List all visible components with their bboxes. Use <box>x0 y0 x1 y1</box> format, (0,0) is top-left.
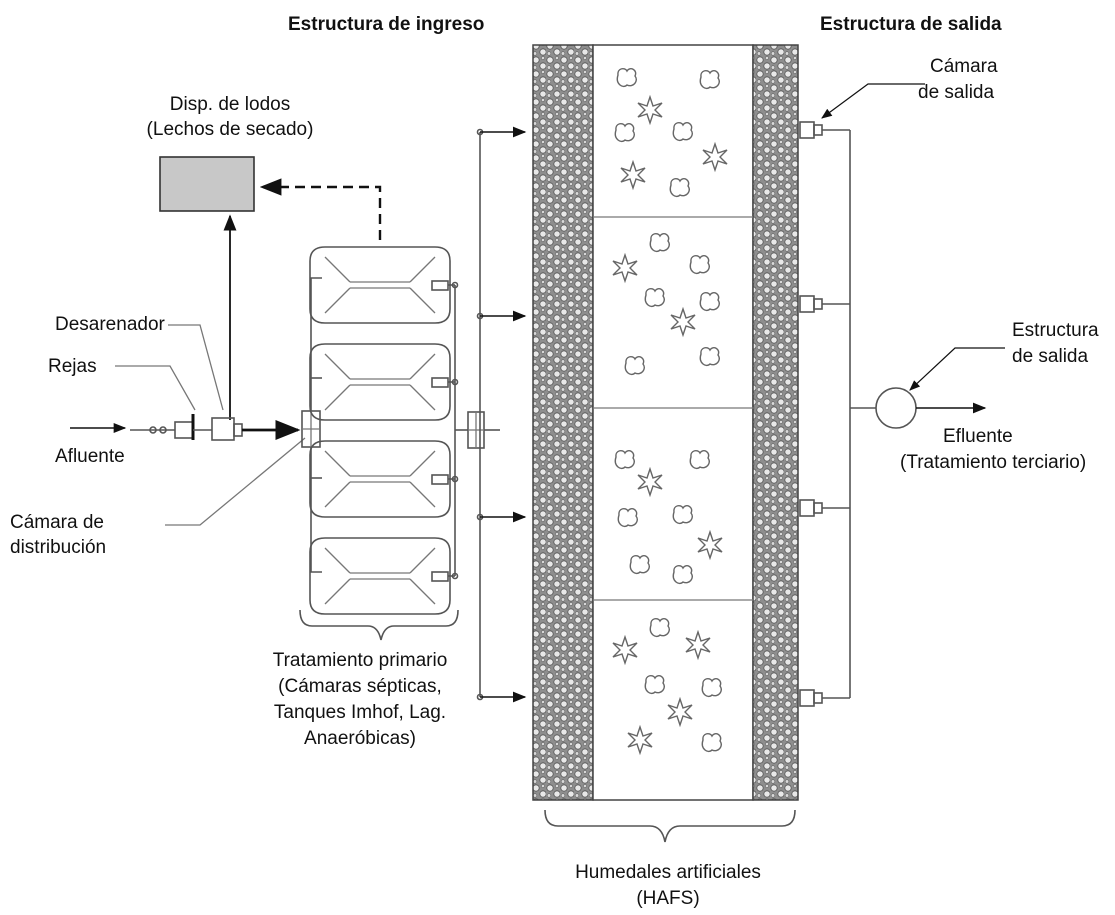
influent-label: Afluente <box>55 446 125 467</box>
inlet-gravel-zone <box>532 44 594 801</box>
tank-outlet-collector <box>448 126 527 703</box>
dist-chamber-label-1: Cámara de <box>10 512 104 533</box>
desander-leader <box>168 324 224 411</box>
desander-label: Desarenador <box>55 314 166 335</box>
primary-tank <box>309 440 451 518</box>
wetland-label-2: (HAFS) <box>636 888 699 909</box>
sludge-disposal: Disp. de lodos (Lechos de secado) <box>147 94 314 212</box>
outlet-chamber <box>799 689 815 707</box>
primary-label-4: Anaeróbicas) <box>304 728 416 749</box>
primary-label-2: (Cámaras sépticas, <box>278 676 442 697</box>
primary-label-1: Tratamiento primario <box>273 650 448 671</box>
primary-tank <box>309 246 451 324</box>
outlet-structure-circle <box>875 387 917 429</box>
outlet-collector <box>799 121 987 707</box>
outlet-gravel-zone <box>752 44 799 801</box>
outlet-chamber <box>799 295 815 313</box>
inlet-structure-header: Estructura de ingreso <box>288 14 484 35</box>
wetland-brace <box>544 809 796 843</box>
out-chamber-label-1: Cámara <box>930 56 998 77</box>
effluent-label-2: (Tratamiento terciario) <box>900 452 1086 473</box>
outlet-chamber <box>799 121 815 139</box>
effluent-label-1: Efluente <box>943 426 1013 447</box>
sludge-label-line2: (Lechos de secado) <box>147 119 314 140</box>
primary-brace <box>299 609 459 641</box>
screens-box <box>174 421 194 439</box>
dist-chamber-leader <box>165 437 306 526</box>
out-struct-label-1: Estructura <box>1012 320 1099 341</box>
sludge-drying-bed-box <box>159 156 255 212</box>
primary-label-3: Tanques Imhof, Lag. <box>274 702 446 723</box>
primary-treatment-tanks <box>309 246 451 615</box>
out-chamber-label-2: de salida <box>918 82 994 103</box>
out-chamber-leader <box>821 83 925 119</box>
screens-leader <box>115 365 196 411</box>
constructed-wetland <box>532 44 799 801</box>
wetland-bed <box>592 44 754 801</box>
screens-label: Rejas <box>48 356 97 377</box>
dist-chamber-label-2: distribución <box>10 537 106 558</box>
outlet-structure-header: Estructura de salida <box>820 14 1002 35</box>
tanks-to-sludge-dashed-arrow <box>259 178 382 240</box>
primary-tank <box>309 537 451 615</box>
primary-tank <box>309 343 451 421</box>
desander-box <box>211 417 235 441</box>
out-struct-leader <box>909 347 1005 391</box>
wetland-label-1: Humedales artificiales <box>575 862 761 883</box>
sludge-label-line1: Disp. de lodos <box>170 94 290 115</box>
out-struct-label-2: de salida <box>1012 346 1088 367</box>
outlet-chamber <box>799 499 815 517</box>
screens-desander-unit <box>130 414 301 441</box>
